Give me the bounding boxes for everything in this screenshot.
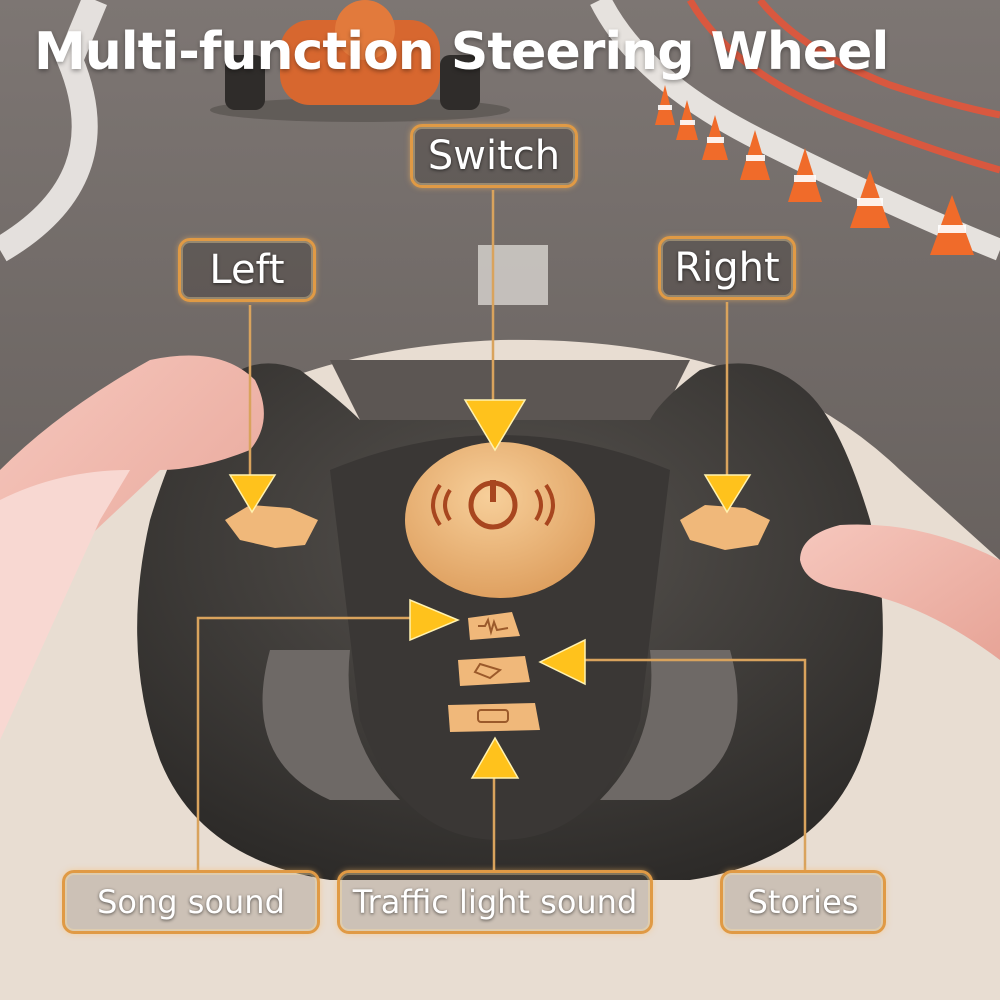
song-sound-label: Song sound (62, 870, 320, 934)
traffic-light-sound-button (448, 703, 540, 732)
traffic-light-arrow (470, 736, 520, 779)
song-sound-button (468, 612, 520, 640)
stories-arrow (538, 638, 586, 686)
left-label: Left (178, 238, 316, 302)
song-sound-arrow (409, 598, 460, 642)
left-arrow (228, 474, 277, 514)
pointer-arrows (228, 399, 752, 779)
right-button (680, 505, 770, 550)
page-title: Multi-function Steering Wheel (34, 22, 889, 82)
road-lane-line (590, 0, 1000, 261)
road-dash (478, 245, 548, 305)
leader-lines (196, 190, 807, 870)
left-button (225, 505, 318, 548)
right-hand (800, 524, 1000, 660)
stories-label: Stories (720, 870, 886, 934)
right-label: Right (658, 236, 796, 300)
traffic-light-sound-label: Traffic light sound (337, 870, 653, 934)
switch-arrow (463, 399, 527, 452)
power-button (405, 442, 595, 598)
track-red-line (686, 0, 1000, 174)
dashboard-panel (330, 360, 690, 420)
right-arrow (703, 474, 752, 514)
road-lane-line (0, 0, 107, 262)
toy-car (210, 0, 510, 122)
stories-button (458, 656, 530, 686)
switch-label: Switch (410, 124, 578, 188)
track-red-line (757, 0, 1000, 119)
left-sleeve (0, 470, 130, 740)
